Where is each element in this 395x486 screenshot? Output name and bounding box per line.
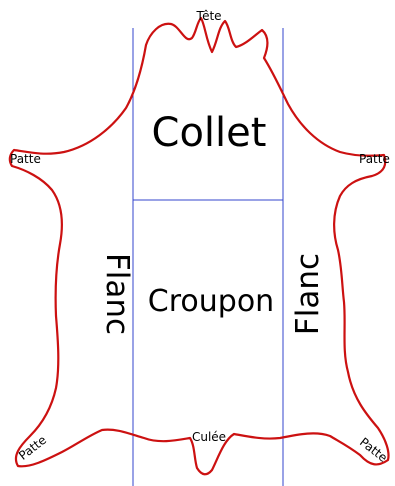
label-leg-rear-left: Patte xyxy=(16,433,49,463)
label-tail: Culée xyxy=(192,430,226,444)
label-head: Tête xyxy=(195,9,221,23)
hide-outline xyxy=(8,16,390,476)
label-leg-front-left: Patte xyxy=(10,152,41,166)
label-belly-left: Flanc xyxy=(99,253,135,335)
label-neck: Collet xyxy=(152,110,267,156)
label-belly-right: Flanc xyxy=(290,253,326,335)
label-leg-front-right: Patte xyxy=(359,152,390,166)
label-butt: Croupon xyxy=(148,284,274,319)
